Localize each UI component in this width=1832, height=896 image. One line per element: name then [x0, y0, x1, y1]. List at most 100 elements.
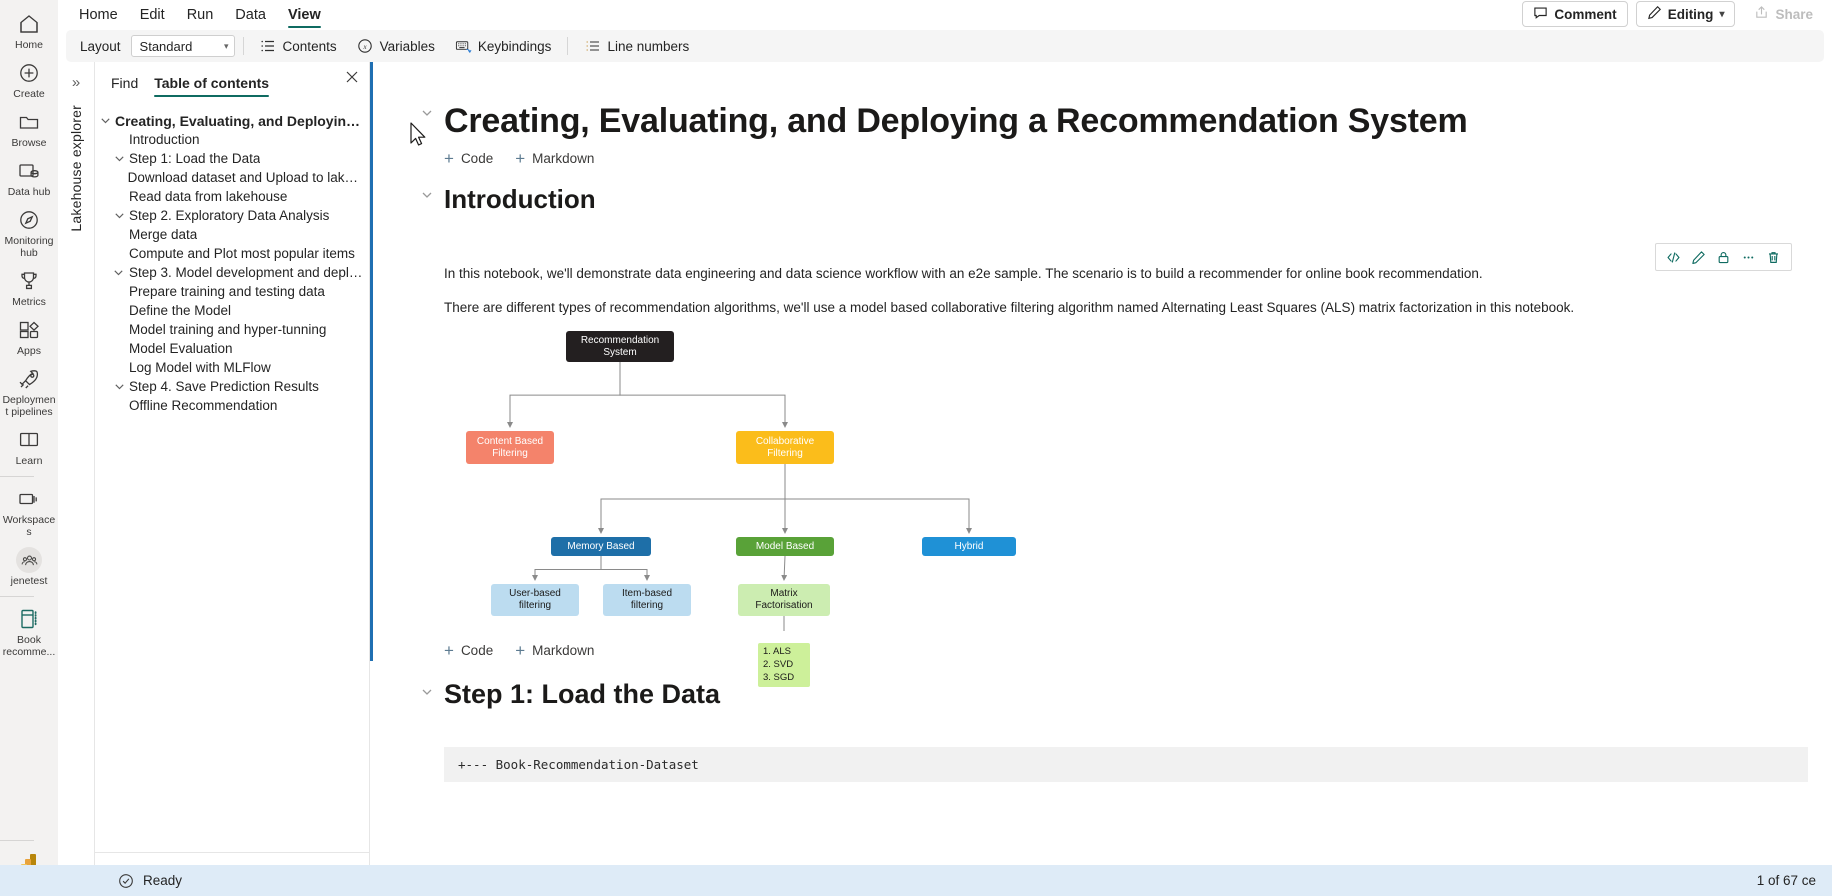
diagram-node-user: User-based filtering: [491, 584, 579, 617]
toc-item[interactable]: Model Evaluation: [95, 339, 369, 358]
notebook-title-cell[interactable]: Creating, Evaluating, and Deploying a Re…: [370, 62, 1832, 169]
chevron-down-icon[interactable]: [95, 114, 115, 127]
add-markdown-cell-button[interactable]: + Markdown: [515, 150, 594, 167]
toc-item[interactable]: Offline Recommendation: [95, 396, 369, 415]
lakehouse-explorer-label[interactable]: Lakehouse explorer: [68, 105, 84, 232]
toc-item[interactable]: Log Model with MLFlow: [95, 358, 369, 377]
toc-item-label: Offline Recommendation: [129, 398, 278, 413]
toc-tab-find[interactable]: Find: [111, 75, 139, 91]
add-markdown-label: Markdown: [532, 643, 595, 659]
plus-icon: +: [515, 641, 526, 661]
rail-item-monitoring-hub[interactable]: Monitoring hub: [0, 202, 58, 263]
toc-item[interactable]: Prepare training and testing data: [95, 282, 369, 301]
ribbon-tab-edit[interactable]: Edit: [139, 7, 165, 23]
toc-item[interactable]: Step 1: Load the Data: [95, 149, 369, 168]
fold-toggle-title[interactable]: [418, 104, 436, 122]
close-icon[interactable]: [345, 70, 359, 89]
add-markdown-cell-button[interactable]: + Markdown: [515, 642, 594, 659]
toc-item[interactable]: Define the Model: [95, 301, 369, 320]
chevron-down-icon[interactable]: [109, 266, 129, 279]
toc-item[interactable]: Step 4. Save Prediction Results: [95, 377, 369, 396]
fold-toggle-introduction[interactable]: [418, 186, 436, 204]
introduction-cell[interactable]: Introduction: [370, 168, 1832, 688]
toc-item[interactable]: Introduction: [95, 130, 369, 149]
diagram-node-mem: Memory Based: [551, 537, 651, 557]
ribbon-tab-run[interactable]: Run: [186, 7, 214, 23]
comment-button[interactable]: Comment: [1522, 1, 1628, 27]
chevron-down-icon[interactable]: [109, 152, 129, 165]
more-options-icon[interactable]: [1737, 246, 1760, 269]
diagram-node-cbf: Content Based Filtering: [466, 431, 554, 465]
ribbon-tab-home[interactable]: Home: [79, 7, 118, 23]
contents-icon: [260, 38, 277, 55]
delete-icon[interactable]: [1762, 246, 1785, 269]
ribbon-right-actions: Comment Editing ▾: [1522, 1, 1824, 27]
home-icon: [16, 11, 42, 37]
status-state-label: Ready: [143, 873, 183, 888]
rail-item-create[interactable]: Create: [0, 55, 58, 104]
add-code-cell-button[interactable]: + Code: [444, 150, 493, 167]
add-code-label: Code: [460, 643, 494, 659]
editing-mode-button[interactable]: Editing ▾: [1635, 1, 1736, 27]
code-cell-preview[interactable]: +--- Book-Recommendation-Dataset: [444, 746, 1808, 782]
rail-item-label: Monitoring hub: [4, 235, 54, 259]
rail-item-workspaces[interactable]: Workspaces: [0, 481, 58, 542]
rail-item-data-hub[interactable]: Data hub: [0, 153, 58, 202]
rail-item-label: Metrics: [12, 296, 46, 308]
keybindings-button[interactable]: Keybindings: [447, 33, 560, 59]
chevron-down-icon[interactable]: [109, 380, 129, 393]
cell-count-label: 1 of 67 ce: [1756, 873, 1816, 888]
notebook-canvas[interactable]: Creating, Evaluating, and Deploying a Re…: [370, 62, 1832, 896]
people-avatar-icon: [16, 547, 42, 573]
rail-divider: [0, 840, 34, 841]
toc-item[interactable]: Compute and Plot most popular items: [95, 244, 369, 263]
plus-icon: +: [444, 641, 454, 661]
toc-item[interactable]: Read data from lakehouse: [95, 187, 369, 206]
rail-item-deployment-pipelines[interactable]: Deployment pipelines: [0, 361, 58, 422]
edit-icon[interactable]: [1687, 246, 1710, 269]
line-numbers-button[interactable]: Line numbers: [576, 33, 697, 59]
contents-label: Contents: [282, 38, 337, 54]
page-title: Creating, Evaluating, and Deploying a Re…: [444, 102, 1468, 140]
toc-header: Find Table of contents: [95, 62, 369, 99]
rail-item-label: Create: [13, 88, 45, 100]
contents-button[interactable]: Contents: [252, 33, 345, 59]
lock-icon[interactable]: [1712, 246, 1735, 269]
rail-item-jenetest[interactable]: jenetest: [0, 542, 58, 591]
share-button[interactable]: Share: [1743, 1, 1824, 27]
introduction-heading: Introduction: [444, 183, 596, 214]
add-code-cell-button[interactable]: + Code: [444, 642, 493, 659]
toc-tab-table-of-contents[interactable]: Table of contents: [148, 72, 279, 99]
fold-toggle-step-1[interactable]: [418, 683, 436, 701]
view-code-icon[interactable]: [1662, 246, 1685, 269]
variables-button[interactable]: x Variables: [349, 33, 443, 59]
ribbon-tab-view[interactable]: View: [277, 5, 332, 28]
cell-selection-bar: [370, 168, 373, 662]
toc-item-label: Step 1: Load the Data: [129, 151, 261, 166]
toc-item[interactable]: Step 2. Exploratory Data Analysis: [95, 206, 369, 225]
toc-item[interactable]: Step 3. Model development and deploy: [95, 263, 369, 282]
expand-panel-icon[interactable]: »: [71, 74, 81, 91]
rail-item-metrics[interactable]: Metrics: [0, 263, 58, 312]
rail-item-learn[interactable]: Learn: [0, 422, 58, 471]
ribbon-tab-data[interactable]: Data: [235, 7, 266, 23]
variables-label: Variables: [379, 38, 435, 54]
rail-divider: [0, 596, 34, 597]
toc-item[interactable]: Creating, Evaluating, and Deployin…: [95, 111, 369, 130]
toc-item[interactable]: Merge data: [95, 225, 369, 244]
rail-item-browse[interactable]: Browse: [0, 104, 58, 153]
toc-item-label: Step 2. Exploratory Data Analysis: [129, 208, 330, 223]
step-1-heading: Step 1: Load the Data: [444, 679, 721, 710]
rail-item-label: jenetest: [10, 575, 48, 587]
toc-item[interactable]: Model training and hyper-tunning: [95, 320, 369, 339]
rail-item-book-recomme[interactable]: Book recomme...: [0, 601, 58, 662]
toc-item[interactable]: Download dataset and Upload to lakeh…: [95, 168, 369, 187]
rail-item-apps[interactable]: Apps: [0, 312, 58, 361]
add-code-label: Code: [460, 150, 494, 166]
step-1-cell[interactable]: Step 1: Load the Data +--- Book-Recommen…: [370, 661, 1832, 782]
layout-select[interactable]: Standard ▾: [130, 35, 235, 57]
rail-item-home[interactable]: Home: [0, 6, 58, 55]
chevron-down-icon[interactable]: [109, 209, 129, 222]
